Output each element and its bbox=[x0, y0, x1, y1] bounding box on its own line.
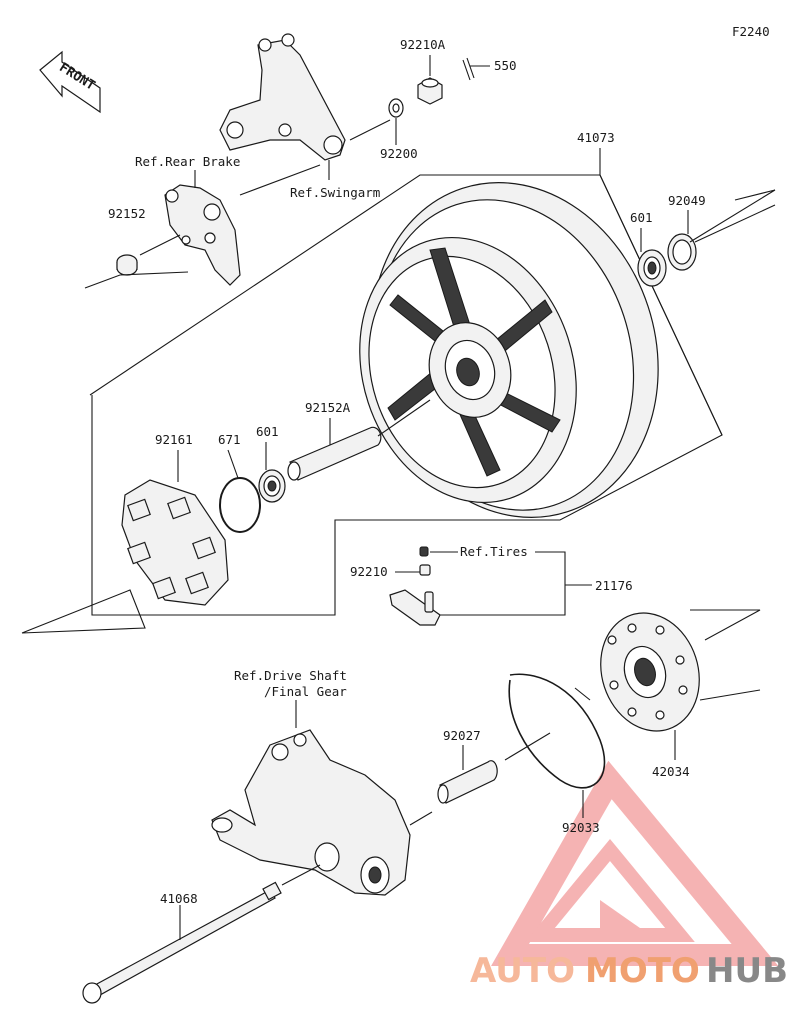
collar-92027 bbox=[437, 745, 498, 804]
cotter-pin bbox=[462, 57, 490, 81]
label-92200: 92200 bbox=[380, 146, 418, 161]
final-gear-case bbox=[211, 700, 433, 896]
label-ref-tires: Ref.Tires bbox=[460, 544, 528, 559]
label-92161: 92161 bbox=[155, 432, 193, 447]
label-92033: 92033 bbox=[562, 820, 600, 835]
washer bbox=[388, 98, 404, 145]
rear-axle bbox=[82, 864, 321, 1004]
label-671: 671 bbox=[218, 432, 241, 447]
wheel-spokes bbox=[387, 247, 561, 477]
rear-wheel bbox=[359, 148, 659, 518]
label-601-mid: 601 bbox=[256, 424, 279, 439]
label-ref-drive-shaft: Ref.Drive Shaft bbox=[234, 668, 347, 683]
swingarm-bracket bbox=[219, 33, 391, 161]
bearing-mid bbox=[258, 442, 286, 503]
hub-damper bbox=[21, 450, 229, 634]
watermark-text: AUTO MOTO HUB bbox=[470, 951, 788, 991]
label-92210A: 92210A bbox=[400, 37, 446, 52]
valve-group bbox=[389, 546, 592, 626]
assembly-frame bbox=[89, 174, 723, 616]
label-92027: 92027 bbox=[443, 728, 481, 743]
label-550: 550 bbox=[494, 58, 517, 73]
watermark-logo bbox=[491, 760, 779, 966]
o-ring bbox=[219, 449, 261, 533]
label-601-top: 601 bbox=[630, 210, 653, 225]
front-arrow-icon: FRONT bbox=[39, 50, 101, 114]
bearing-top bbox=[637, 228, 667, 287]
circlip bbox=[504, 673, 606, 818]
part-labels: 92210A 550 92200 Ref.Swingarm Ref.Rear B… bbox=[108, 37, 706, 906]
collar-92152 bbox=[84, 234, 189, 289]
oil-seal bbox=[667, 189, 776, 271]
label-ref-rear-brake: Ref.Rear Brake bbox=[135, 154, 240, 169]
collar-92152A bbox=[287, 399, 431, 481]
watermark-hub: HUB bbox=[706, 951, 788, 991]
diagram-code: F2240 bbox=[732, 24, 770, 39]
label-41073: 41073 bbox=[577, 130, 615, 145]
label-92152: 92152 bbox=[108, 206, 146, 221]
watermark-auto: AUTO bbox=[470, 951, 575, 991]
watermark-moto: MOTO bbox=[585, 951, 700, 991]
label-92152A: 92152A bbox=[305, 400, 351, 415]
label-ref-swingarm: Ref.Swingarm bbox=[290, 185, 380, 200]
label-41068: 41068 bbox=[160, 891, 198, 906]
label-21176: 21176 bbox=[595, 578, 633, 593]
label-final-gear: /Final Gear bbox=[264, 684, 347, 699]
rear-brake-bracket bbox=[164, 164, 321, 286]
label-92210: 92210 bbox=[350, 564, 388, 579]
label-42034: 42034 bbox=[652, 764, 690, 779]
axle-nut bbox=[417, 55, 443, 105]
hub-flange bbox=[600, 609, 761, 760]
label-92049: 92049 bbox=[668, 193, 706, 208]
